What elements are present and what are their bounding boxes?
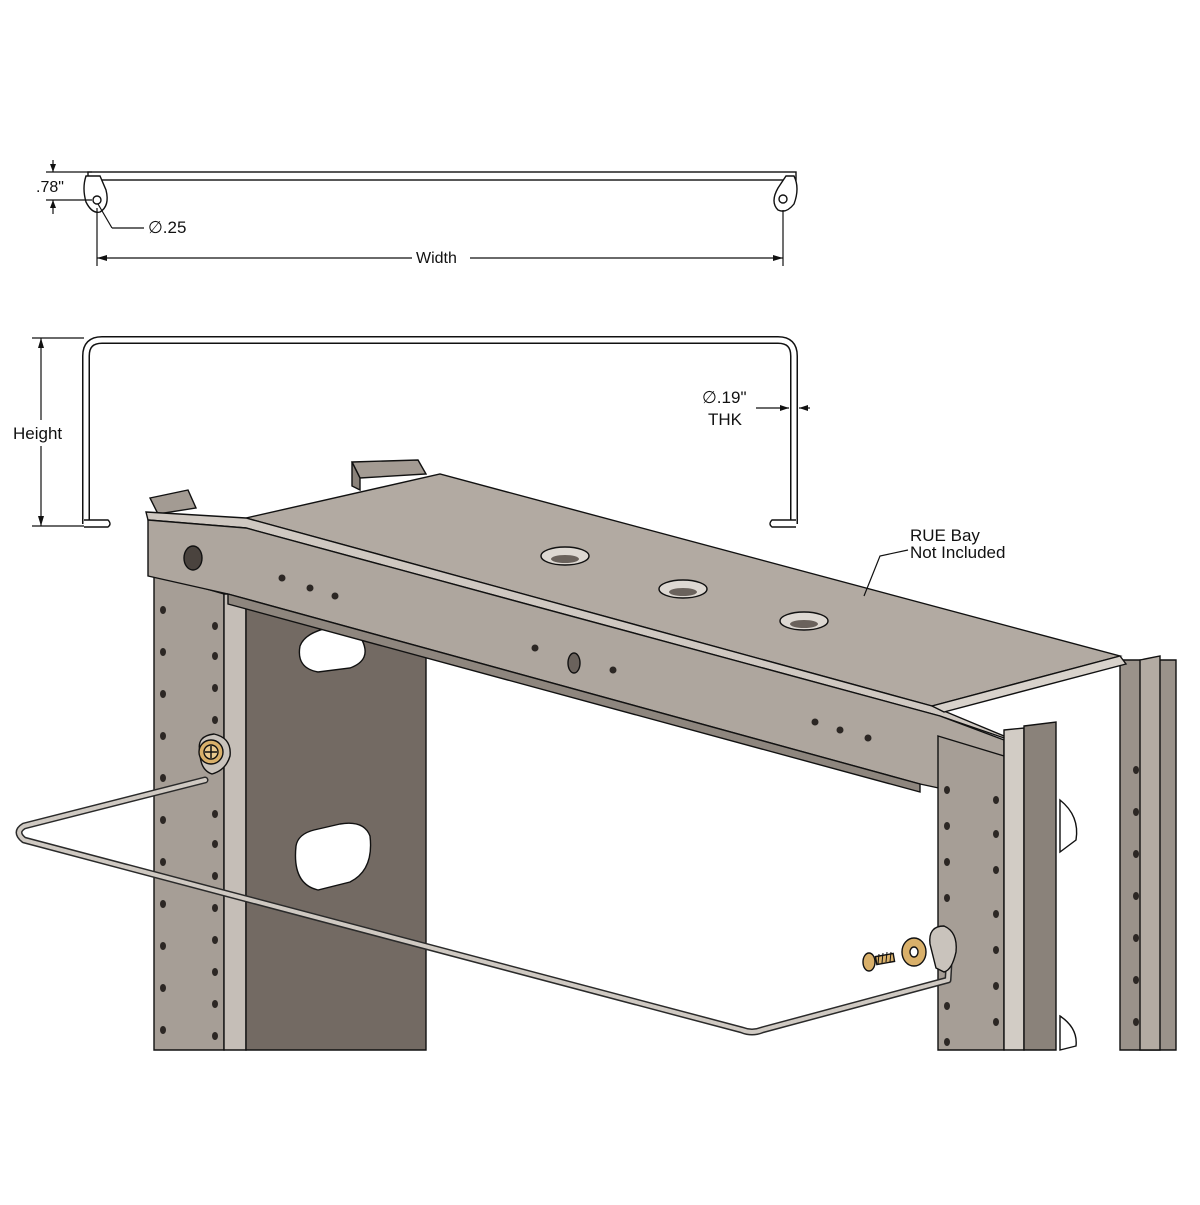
rue-bay-frame <box>145 459 1177 1051</box>
hook-hole-label: ∅.25 <box>148 218 186 237</box>
side-view-rod <box>82 336 798 528</box>
rod-diameter-label: ∅.19" <box>702 388 746 407</box>
top-view-rod <box>83 171 798 213</box>
rod-thickness-dimension: ∅.19" THK <box>702 388 810 429</box>
hook-height-label: .78" <box>36 179 64 196</box>
hook-height-dimension: .78" <box>36 160 92 214</box>
height-dimension: Height <box>13 337 84 527</box>
height-label: Height <box>13 424 62 443</box>
hook-hole-dimension: ∅.25 <box>97 203 186 237</box>
callout-line-2: Not Included <box>910 543 1005 562</box>
callout-line-1: RUE Bay <box>910 526 980 545</box>
screw-and-washer-hardware <box>198 739 927 972</box>
rue-bay-callout: RUE Bay Not Included <box>863 526 1005 597</box>
width-dimension: Width <box>96 208 784 267</box>
width-label: Width <box>416 250 457 267</box>
rod-thickness-label: THK <box>708 410 743 429</box>
